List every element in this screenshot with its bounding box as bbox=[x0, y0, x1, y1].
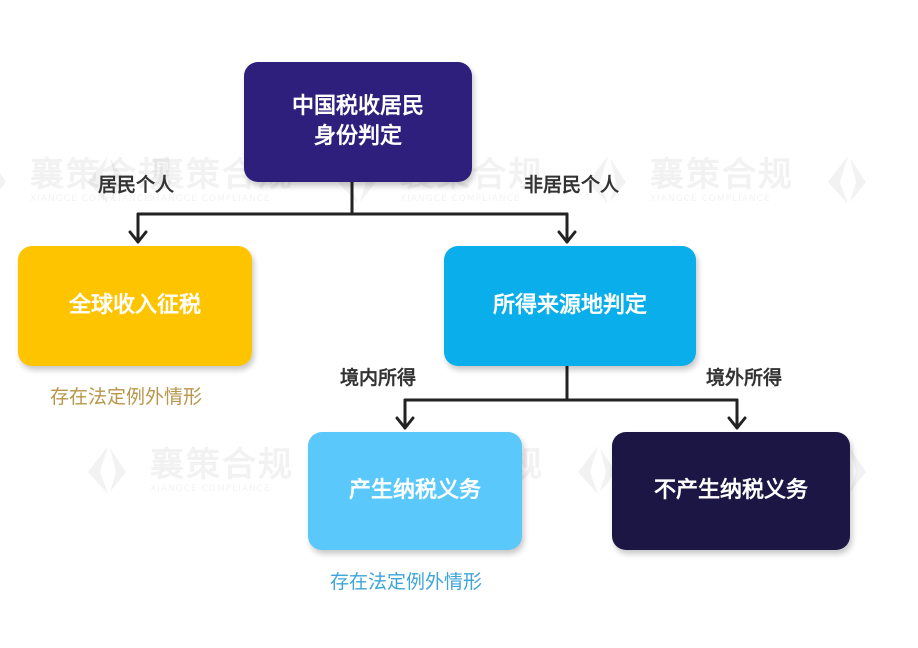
watermark-subtitle: XIANGCE COMPLIANCE bbox=[150, 194, 271, 204]
node-income-source-determination: 所得来源地判定 bbox=[444, 246, 696, 366]
node-no-tax-obligation: 不产生纳税义务 bbox=[612, 432, 850, 550]
note-statutory-exception: 存在法定例外情形 bbox=[330, 571, 483, 593]
watermark-logo-icon bbox=[578, 446, 616, 494]
watermark-logo-icon bbox=[828, 156, 866, 204]
watermark-title: 襄策合规 bbox=[150, 445, 294, 485]
edge-label-domestic-income: 境内所得 bbox=[340, 367, 417, 389]
edge-label-resident: 居民个人 bbox=[98, 174, 175, 196]
watermark-logo-icon bbox=[88, 446, 126, 494]
arrow-head-icon bbox=[727, 416, 747, 430]
watermark-subtitle: XIANGCE COMPLIANCE bbox=[150, 484, 271, 494]
arrow-head-icon bbox=[128, 230, 148, 244]
node-tax-obligation: 产生纳税义务 bbox=[308, 432, 522, 550]
note-statutory-exception: 存在法定例外情形 bbox=[50, 386, 203, 408]
watermark-title: 襄策合规 bbox=[650, 155, 794, 195]
watermark-logo-icon bbox=[0, 173, 6, 190]
node-residency-line2: 身份判定 bbox=[313, 124, 402, 149]
node-residency-line1: 中国税收居民 bbox=[291, 94, 424, 120]
watermark-subtitle: XIANGCE COMPLIANCE bbox=[400, 194, 521, 204]
edge-label-non-resident: 非居民个人 bbox=[524, 174, 620, 196]
watermark-subtitle: XIANGCE COMPLIANCE bbox=[650, 194, 771, 204]
node-residency-determination: 中国税收居民 身份判定 bbox=[244, 62, 472, 182]
node-global-income-tax: 全球收入征税 bbox=[18, 246, 252, 366]
watermark-title: 襄策合规 bbox=[30, 156, 174, 194]
arrow-head-icon bbox=[557, 230, 577, 244]
watermark-subtitle: XIANGCE COMPLIANCE bbox=[30, 194, 151, 204]
arrow-head-icon bbox=[395, 416, 415, 430]
node-tax-obligation-label: 产生纳税义务 bbox=[348, 478, 481, 504]
node-income-source-label: 所得来源地判定 bbox=[492, 293, 647, 319]
watermark bbox=[820, 150, 918, 210]
node-global-income-tax-label: 全球收入征税 bbox=[68, 293, 201, 319]
node-no-tax-obligation-label: 不产生纳税义务 bbox=[653, 478, 808, 504]
watermark-logo-icon bbox=[88, 156, 126, 204]
edge-label-foreign-income: 境外所得 bbox=[706, 367, 783, 389]
watermark-logo-icon bbox=[588, 156, 626, 204]
